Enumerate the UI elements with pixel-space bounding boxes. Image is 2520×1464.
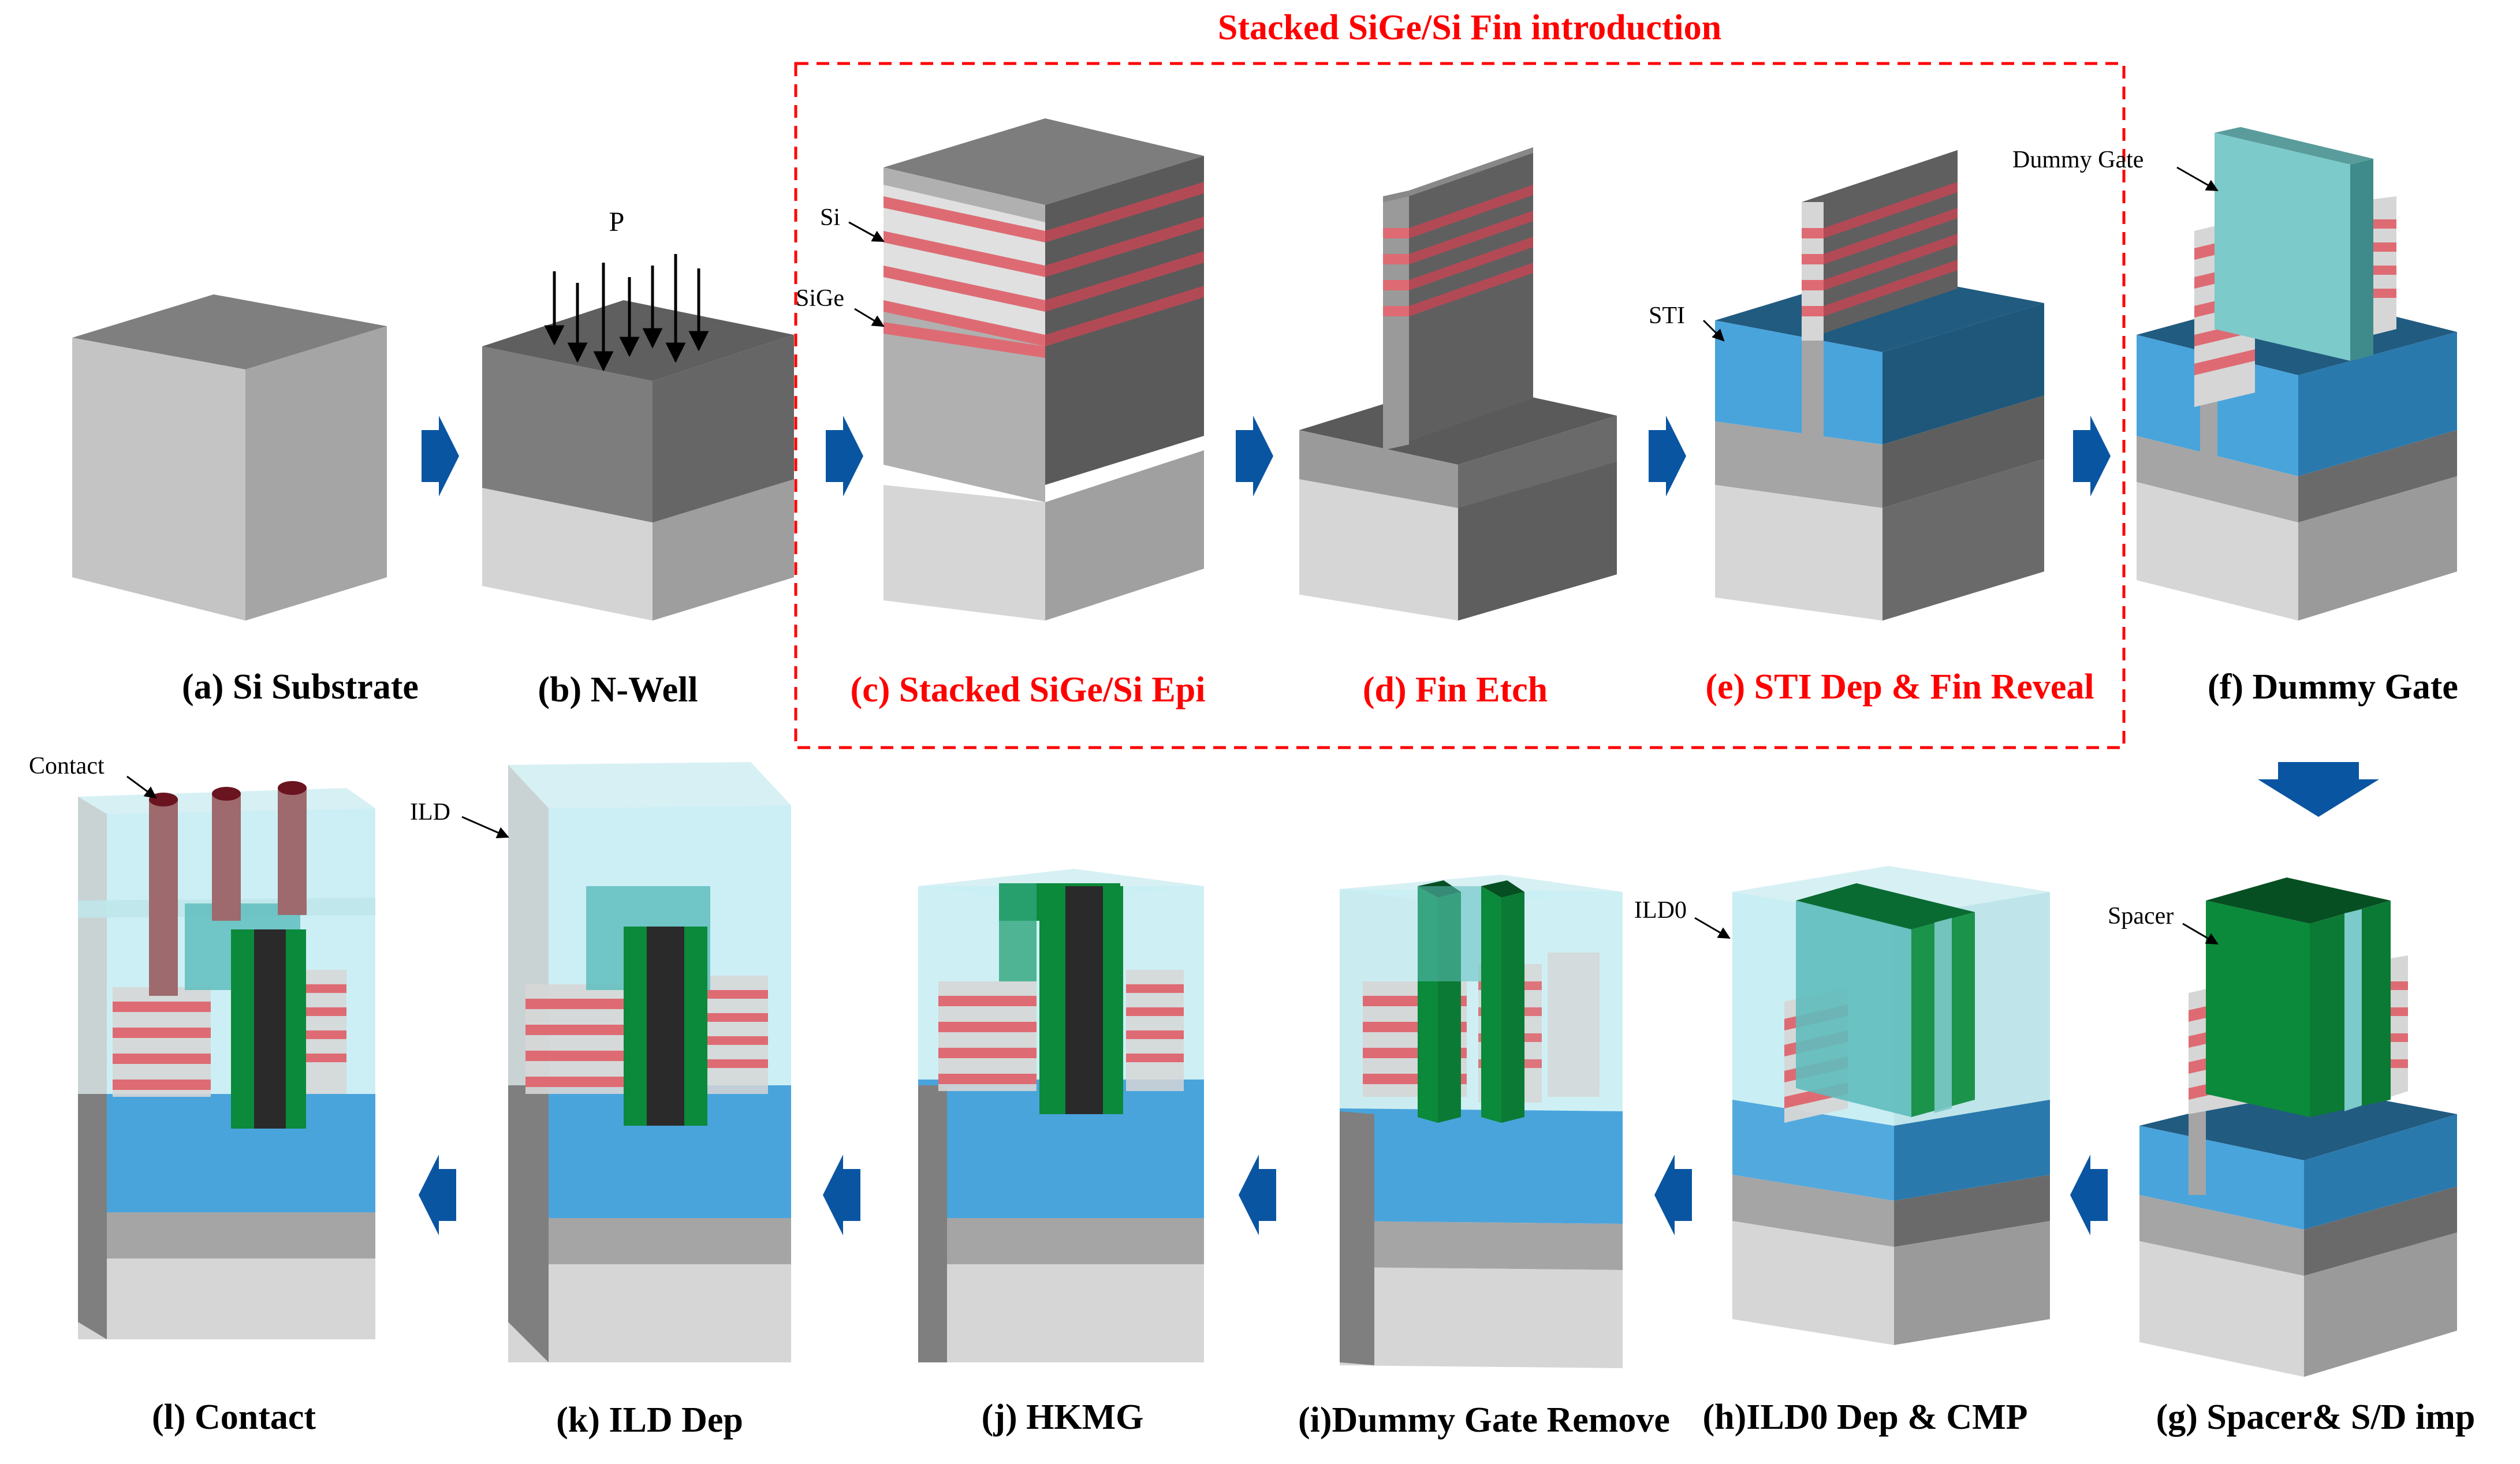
arrow-h-i — [1654, 1155, 1692, 1235]
captions-top: (a) Si Substrate (b) N-Well (c) Stacked … — [182, 667, 2458, 709]
leader-sti — [1702, 319, 1725, 342]
caption-a: (a) Si Substrate — [182, 667, 419, 707]
arrow-a-b — [422, 416, 459, 496]
highlight-dashed-box — [794, 62, 2126, 749]
label-spacer: Spacer — [2108, 903, 2174, 929]
block-g-spacer — [2139, 877, 2457, 1377]
leader-contact — [126, 775, 157, 799]
caption-j: (j) HKMG — [982, 1398, 1144, 1437]
arrow-d-e — [1649, 416, 1686, 496]
caption-b: (b) N-Well — [538, 670, 698, 709]
flow-arrows-top — [422, 416, 2379, 817]
label-contact: Contact — [29, 753, 105, 779]
arrow-g-h — [2070, 1155, 2108, 1235]
leader-ild0 — [1694, 917, 1731, 939]
arrow-i-j — [1239, 1155, 1276, 1235]
block-i-dummy-gate-remove — [1340, 875, 1623, 1368]
label-ild: ILD — [410, 799, 450, 826]
label-sti: STI — [1649, 302, 1685, 329]
leader-ild — [461, 816, 509, 839]
caption-d: (d) Fin Etch — [1363, 670, 1548, 709]
label-sige: SiGe — [796, 285, 844, 312]
block-h-ild0-cmp — [1732, 866, 2050, 1345]
label-si: Si — [820, 204, 840, 231]
caption-k: (k) ILD Dep — [556, 1400, 743, 1440]
caption-c: (c) Stacked SiGe/Si Epi — [851, 670, 1206, 709]
arrow-c-d — [1236, 416, 1273, 496]
block-e-sti-fin-reveal — [1715, 150, 2044, 621]
implant-label-p: P — [609, 207, 625, 237]
implant-arrows — [544, 254, 709, 372]
caption-h: (h)ILD0 Dep & CMP — [1702, 1398, 2027, 1437]
block-b-n-well — [482, 300, 794, 621]
leader-si — [848, 221, 885, 242]
diagram-title: Stacked SiGe/Si Fin introduction — [1218, 8, 1721, 47]
leader-spacer — [2182, 923, 2219, 945]
block-k-ild-dep — [508, 762, 791, 1362]
caption-i: (i)Dummy Gate Remove — [1298, 1400, 1670, 1440]
arrow-k-l — [419, 1155, 456, 1235]
arrow-j-k — [823, 1155, 860, 1235]
block-j-hkmg — [918, 869, 1204, 1362]
flow-arrows-bottom — [419, 1155, 2108, 1235]
label-ild0: ILD0 — [1634, 897, 1687, 924]
arrow-f-g — [2258, 762, 2379, 817]
caption-f: (f) Dummy Gate — [2208, 667, 2458, 707]
caption-e: (e) STI Dep & Fin Reveal — [1705, 667, 2094, 707]
caption-g: (g) Spacer& S/D imp — [2156, 1398, 2476, 1437]
block-l-contact — [78, 781, 375, 1339]
leader-dummy-gate — [2176, 166, 2219, 192]
block-a-si-substrate — [72, 294, 387, 621]
captions-bottom: (l) Contact (k) ILD Dep (j) HKMG (i)Dumm… — [152, 1398, 2475, 1440]
block-f-dummy-gate — [2137, 127, 2457, 621]
block-d-fin-etch — [1299, 147, 1617, 621]
arrow-e-f — [2073, 416, 2111, 496]
arrow-b-c — [826, 416, 863, 496]
label-dummy-gate: Dummy Gate — [2012, 147, 2144, 173]
leader-sige — [854, 308, 885, 327]
caption-l: (l) Contact — [152, 1398, 316, 1437]
block-c-stacked-epi — [884, 118, 1204, 621]
